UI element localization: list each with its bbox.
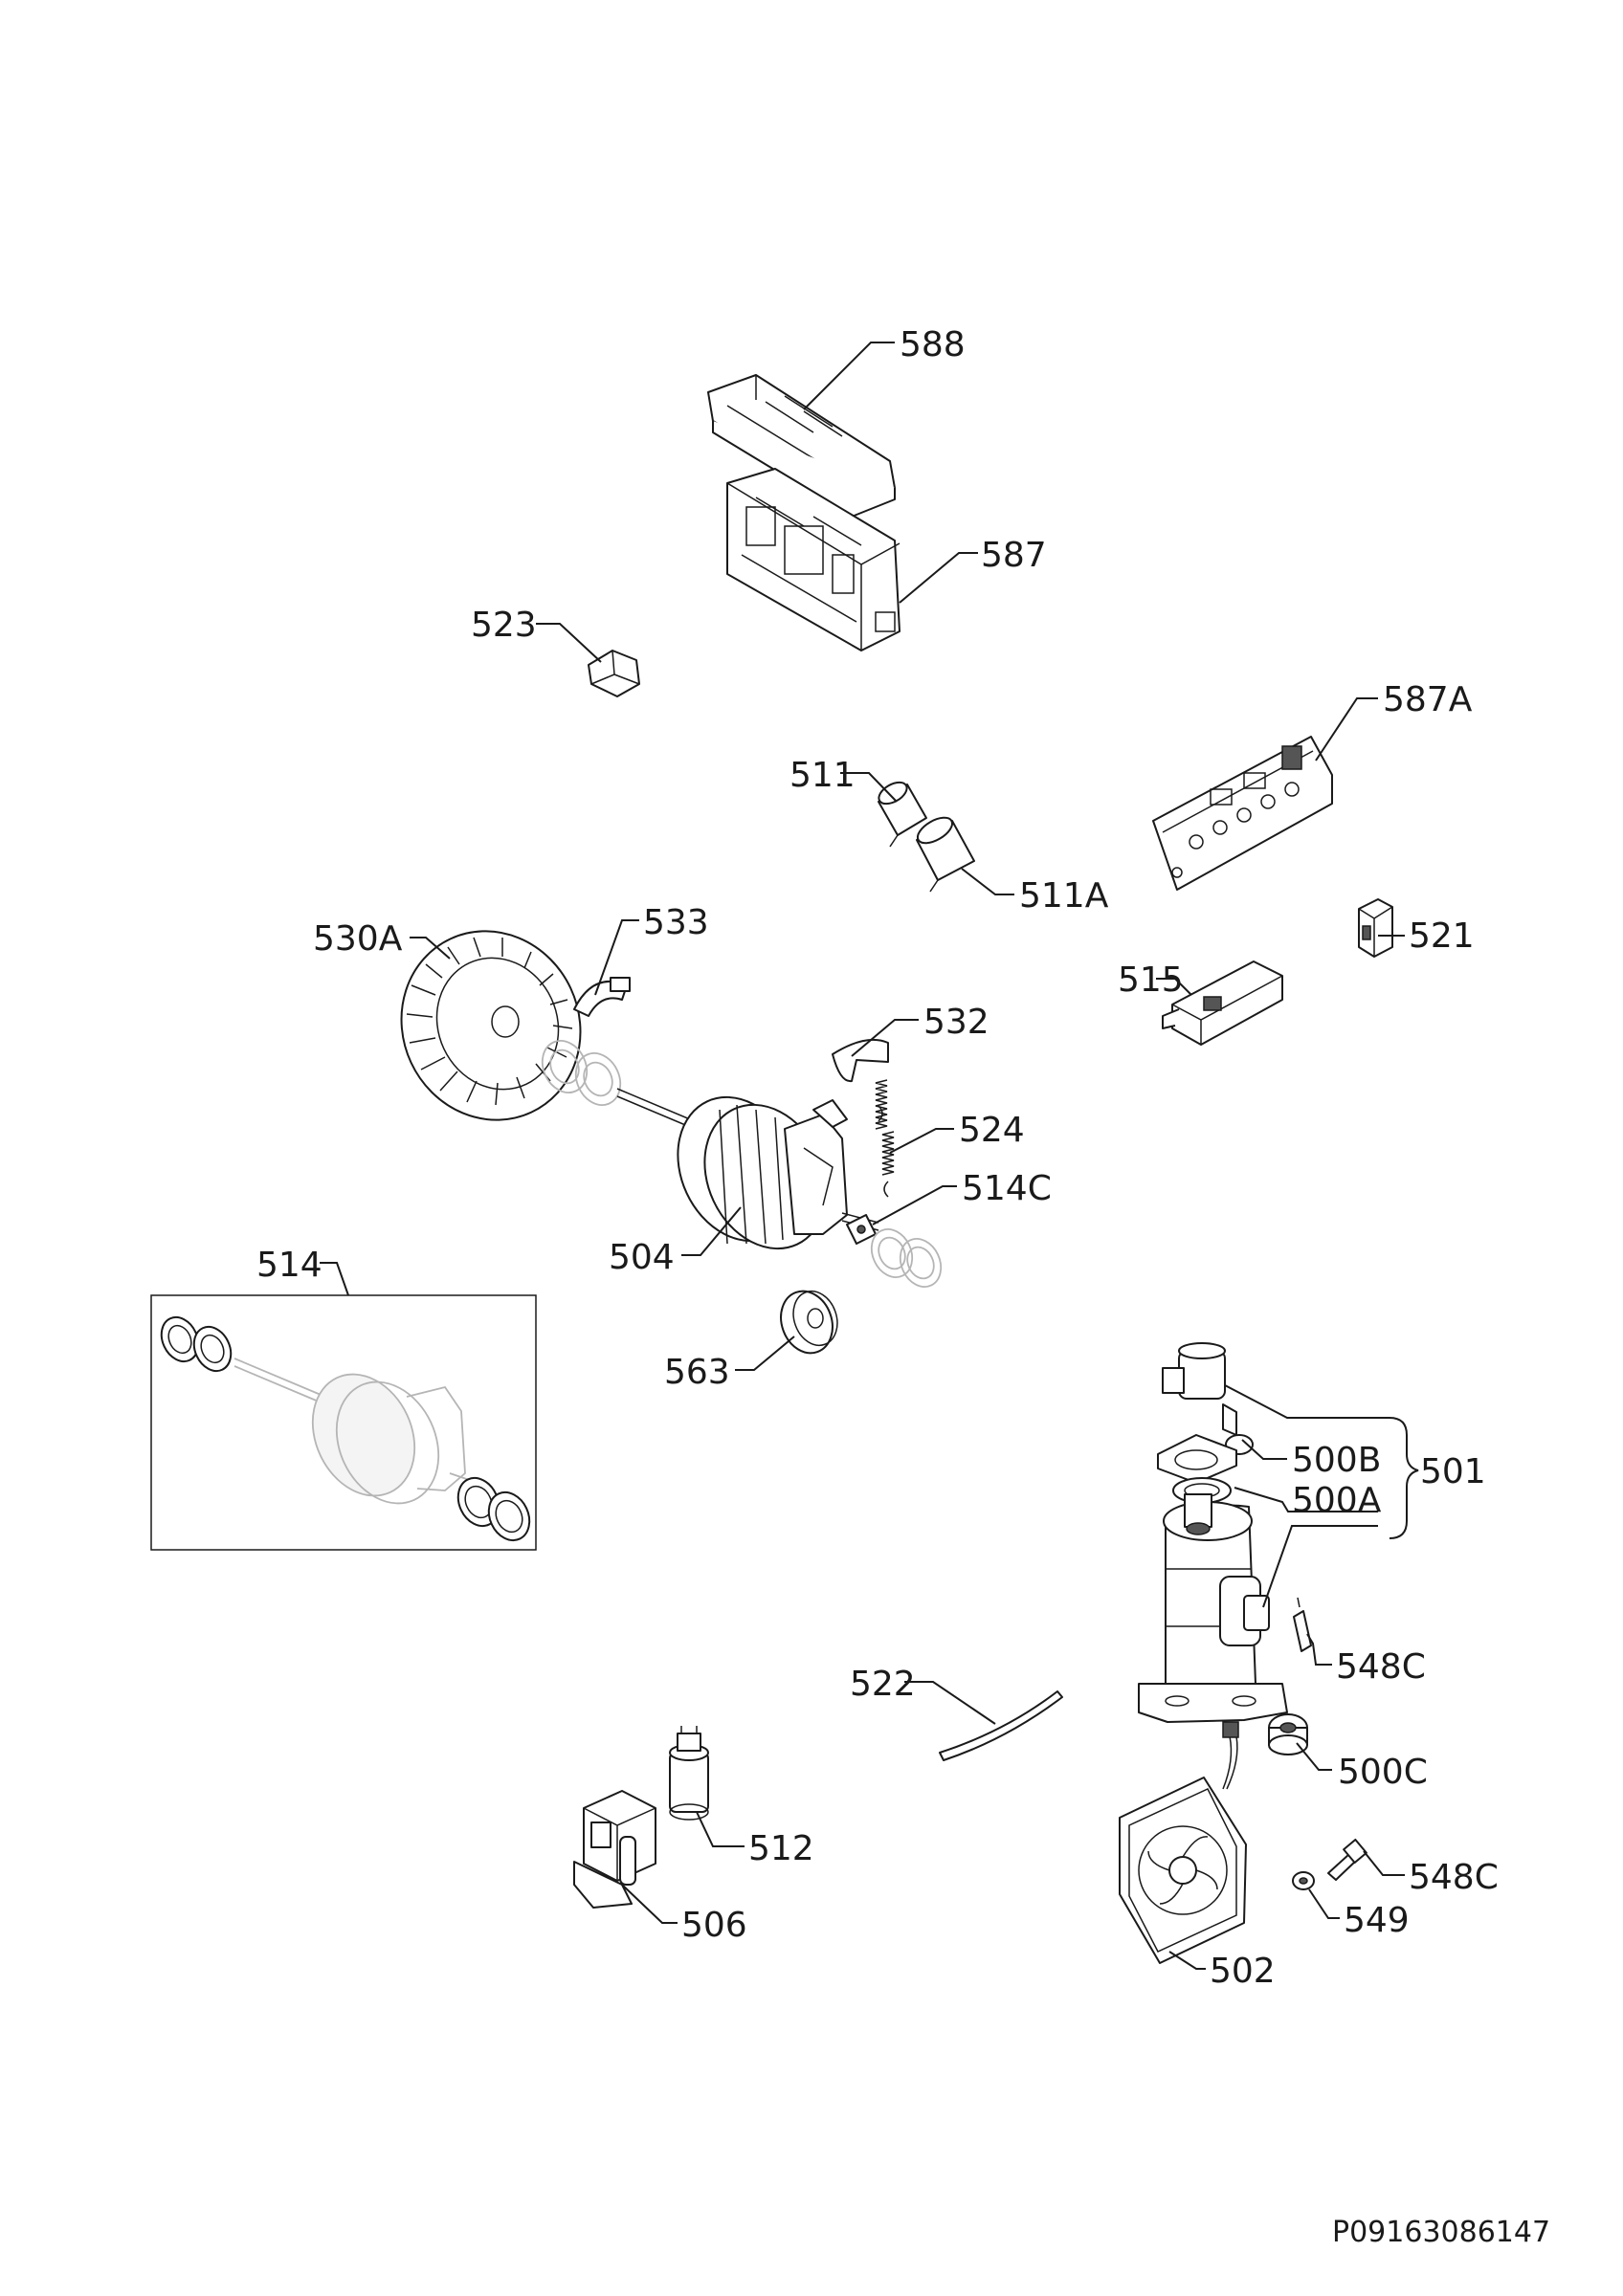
- label-532: 532: [923, 1003, 989, 1042]
- label-511: 511: [789, 756, 856, 795]
- label-530A: 530A: [313, 919, 403, 959]
- part-530A-fan-wheel: [400, 930, 582, 1121]
- part-500B-fitting: [1162, 1342, 1254, 1455]
- label-511A: 511A: [1019, 876, 1109, 916]
- part-514C-washer: [846, 1214, 943, 1288]
- label-524: 524: [959, 1111, 1025, 1150]
- label-502: 502: [1210, 1952, 1276, 1991]
- part-521-switch: [1358, 898, 1393, 958]
- label-588: 588: [900, 325, 966, 364]
- part-549-nut: [1292, 1871, 1315, 1890]
- part-532-shield: [832, 1038, 889, 1083]
- part-588-cover: [707, 374, 896, 518]
- label-515: 515: [1118, 960, 1184, 1000]
- label-500A: 500A: [1292, 1481, 1382, 1520]
- label-504: 504: [609, 1238, 675, 1277]
- part-522-strip: [939, 1690, 1063, 1761]
- part-511-capacitor: [878, 781, 927, 848]
- part-523-clip: [588, 650, 640, 697]
- part-512-capacitor: [669, 1726, 709, 1821]
- part-502-fan: [1119, 1721, 1247, 1964]
- label-533: 533: [643, 903, 709, 942]
- part-514-assembly-box: [150, 1294, 537, 1551]
- label-587: 587: [981, 536, 1047, 575]
- label-522: 522: [850, 1665, 916, 1704]
- label-506: 506: [681, 1906, 747, 1945]
- leader-lines: [320, 342, 1419, 1970]
- part-587A-display-board: [1152, 736, 1333, 891]
- part-548C-sensor-upper: [1293, 1597, 1312, 1652]
- label-500B: 500B: [1292, 1441, 1381, 1480]
- label-523: 523: [471, 606, 537, 645]
- label-587A: 587A: [1383, 680, 1473, 719]
- label-563: 563: [664, 1353, 730, 1392]
- label-549: 549: [1344, 1901, 1410, 1940]
- document-code: P09163086147: [1332, 2216, 1550, 2249]
- label-548C-lower: 548C: [1409, 1858, 1499, 1897]
- part-587-board: [726, 468, 900, 651]
- label-500C: 500C: [1338, 1753, 1428, 1792]
- part-524-spring: [875, 1079, 895, 1198]
- part-515-door-lock: [1162, 960, 1283, 1046]
- part-548C-sensor-lower: [1327, 1838, 1367, 1881]
- label-514C: 514C: [962, 1169, 1052, 1208]
- part-500C-grommet: [1268, 1713, 1308, 1755]
- part-labels: 588 587 523 587A 511 511A 530A 533 521 5…: [256, 325, 1550, 2249]
- part-511A-capacitor: [916, 816, 975, 893]
- label-521: 521: [1409, 916, 1475, 956]
- label-514: 514: [256, 1246, 322, 1285]
- part-563-pulley: [780, 1290, 838, 1355]
- part-500A-gasket: [1157, 1434, 1237, 1504]
- part-506-pump: [573, 1790, 656, 1909]
- part-533-bracket: [573, 977, 631, 1017]
- compressor-body: [1138, 1493, 1288, 1723]
- ghost-bearings-left: [541, 1040, 622, 1106]
- label-548C-upper: 548C: [1336, 1647, 1426, 1687]
- label-501: 501: [1420, 1452, 1486, 1491]
- label-512: 512: [748, 1829, 814, 1868]
